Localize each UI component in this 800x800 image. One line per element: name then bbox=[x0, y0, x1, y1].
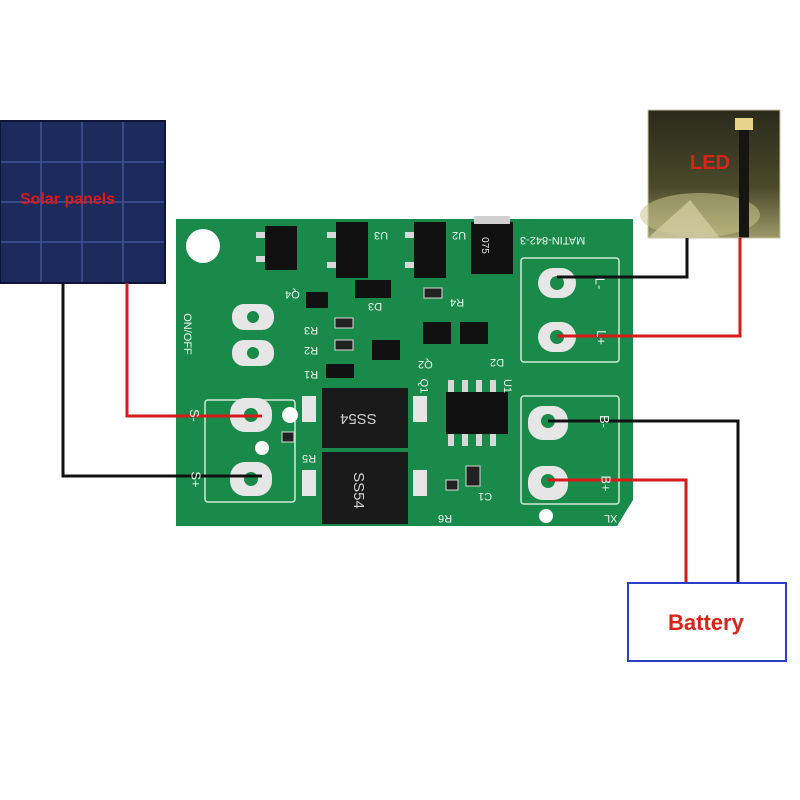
ref-q1: Q1 bbox=[417, 378, 430, 394]
ref-r4: R4 bbox=[450, 296, 465, 308]
ref-u2: U2 bbox=[452, 229, 467, 241]
mark-b-minus: B- bbox=[597, 415, 612, 428]
ss54-diode-top bbox=[322, 388, 408, 448]
ss54-diode-bottom bbox=[322, 452, 408, 524]
ref-r1: R1 bbox=[304, 368, 319, 380]
ref-q2: Q2 bbox=[418, 358, 433, 370]
mark-l-minus: L- bbox=[592, 277, 608, 290]
led-negative-wire bbox=[557, 238, 689, 279]
ref-r2: R2 bbox=[304, 344, 319, 356]
regulator-code-text: 075 bbox=[478, 237, 490, 254]
wires bbox=[61, 238, 742, 582]
solar-positive-wire bbox=[125, 283, 262, 418]
pad-b-minus bbox=[528, 406, 568, 440]
board-model-text: MATIN-842-3 bbox=[520, 234, 586, 246]
pcb-board bbox=[176, 216, 633, 526]
battery-box bbox=[627, 582, 787, 662]
ref-u3: U3 bbox=[374, 229, 389, 241]
pad-l-minus bbox=[538, 268, 576, 298]
battery-negative-wire bbox=[548, 419, 740, 582]
battery-positive-wire bbox=[548, 478, 688, 582]
ref-r6: R6 bbox=[438, 512, 453, 524]
ref-d3: D3 bbox=[368, 300, 383, 312]
led-label: LED bbox=[690, 152, 730, 174]
led-lamp-photo bbox=[640, 109, 781, 239]
mark-l-plus: L+ bbox=[593, 330, 609, 345]
ref-r3: R3 bbox=[304, 324, 319, 336]
solar-panels-label: Solar panels bbox=[20, 191, 116, 208]
switch-pads bbox=[232, 304, 274, 366]
diode-top-text: SS54 bbox=[340, 410, 377, 427]
ref-r5: R5 bbox=[302, 452, 317, 464]
mark-b-plus: B+ bbox=[598, 475, 614, 492]
ref-c1: C1 bbox=[478, 490, 493, 502]
solar-negative-wire bbox=[61, 283, 262, 478]
mark-s-plus: S+ bbox=[188, 471, 204, 488]
switch-text: ON/OFF bbox=[180, 313, 193, 355]
ref-xl: XL bbox=[604, 512, 618, 524]
led-positive-wire bbox=[557, 238, 742, 338]
ref-q4: Q4 bbox=[285, 288, 300, 300]
ref-u1: U1 bbox=[501, 378, 514, 394]
diode-bottom-text: SS54 bbox=[349, 472, 367, 509]
solar-panel bbox=[0, 120, 166, 284]
battery-label: Battery bbox=[668, 610, 744, 635]
mark-s-minus: S- bbox=[187, 409, 202, 422]
ref-d2: D2 bbox=[490, 356, 505, 368]
pad-b-plus bbox=[528, 466, 568, 500]
